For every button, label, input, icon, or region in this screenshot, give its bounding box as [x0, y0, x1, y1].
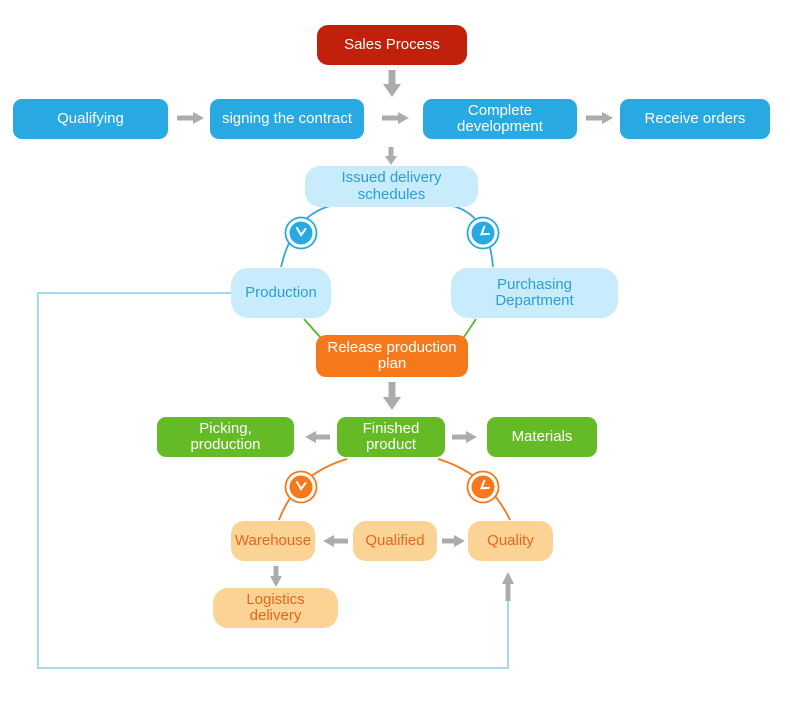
arrow-qualifying-to-signing [177, 112, 204, 124]
clock-icon [284, 216, 318, 250]
node-materials: Materials [487, 417, 597, 457]
clock-icon [466, 470, 500, 504]
node-purchasing-department: Purchasing Department [451, 268, 618, 318]
node-issued-delivery-schedules: Issued delivery schedules [305, 166, 478, 207]
clock-icon [466, 216, 500, 250]
clock-icon [284, 470, 318, 504]
arrow-finished-to-materials [452, 431, 477, 443]
node-qualifying: Qualifying [13, 99, 168, 139]
arrow-finished-to-picking [305, 431, 330, 443]
node-quality: Quality [468, 521, 553, 561]
arrow-warehouse-to-logistics [270, 566, 282, 587]
node-sales-process: Sales Process [317, 25, 467, 65]
connector-purchasing-to-plan [463, 318, 477, 338]
arrow-to-issued-schedules [385, 147, 397, 165]
arrow-qualified-to-warehouse [323, 535, 348, 547]
node-qualified: Qualified [353, 521, 437, 561]
arrow-sales-to-row [383, 70, 401, 97]
node-release-production-plan: Release production plan [316, 335, 468, 377]
node-warehouse: Warehouse [231, 521, 315, 561]
arrow-plan-to-finished [383, 382, 401, 410]
arrow-loop-to-quality [502, 572, 514, 601]
arrow-qualified-to-quality [442, 535, 465, 547]
node-complete-development: Complete development [423, 99, 577, 139]
node-receive-orders: Receive orders [620, 99, 770, 139]
arrow-signing-to-complete [382, 112, 409, 124]
node-logistics-delivery: Logistics delivery [213, 588, 338, 628]
node-finished-product: Finished product [337, 417, 445, 457]
feedback-loop-line [37, 292, 509, 669]
node-production: Production [231, 268, 331, 318]
arrow-complete-to-receive [586, 112, 613, 124]
connector-production-to-plan [303, 318, 321, 338]
node-signing-the-contract: signing the contract [210, 99, 364, 139]
node-picking-production: Picking, production [157, 417, 294, 457]
